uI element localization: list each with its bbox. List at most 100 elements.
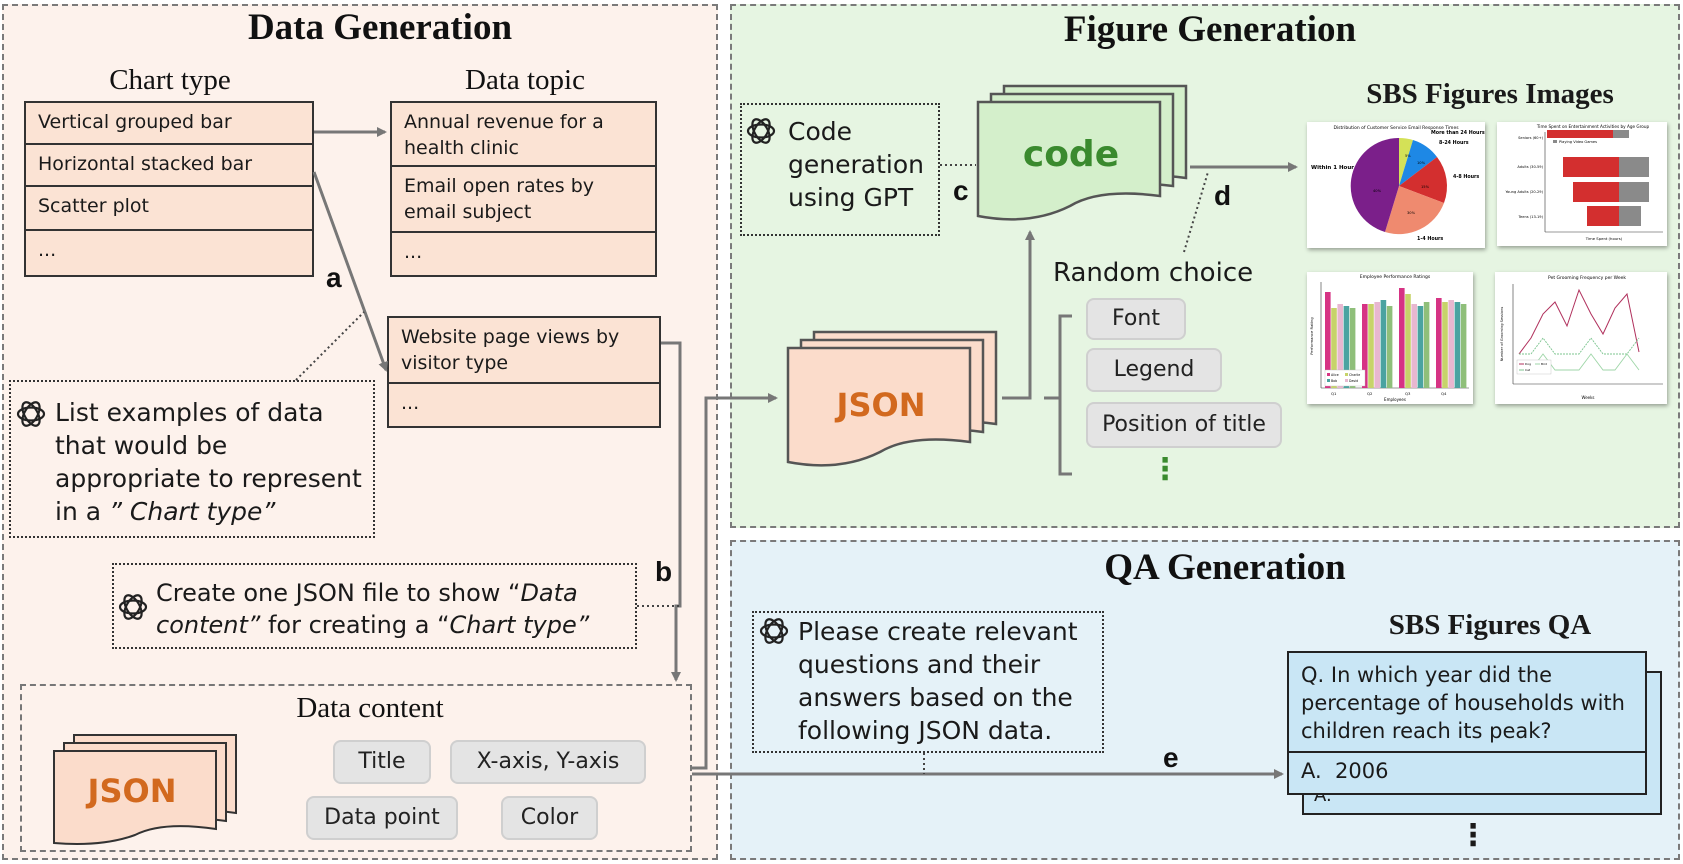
svg-text:10%: 10% [1417, 161, 1426, 165]
option-title-position: Position of title [1086, 402, 1282, 448]
json-stack-icon [53, 734, 237, 845]
data-topic-row: ... [390, 231, 657, 277]
thumb-bar [1417, 306, 1424, 388]
svg-text:Q3: Q3 [1405, 391, 1411, 396]
thumb-bar [1325, 292, 1331, 388]
svg-text:Employees: Employees [1384, 397, 1406, 402]
arrow-label-e: e [1163, 742, 1179, 773]
thumb-bar [1368, 304, 1374, 388]
thumb-bar [1337, 304, 1343, 388]
svg-text:Weeks: Weeks [1581, 395, 1594, 400]
thumbnail-pie-chart: Distribution of Customer Service Email R… [1307, 122, 1485, 248]
svg-text:Performance Rating: Performance Rating [1309, 317, 1314, 355]
data-generation-title: Data Generation [247, 7, 513, 48]
svg-text:Young Adults (20-29): Young Adults (20-29) [1505, 190, 1543, 194]
svg-text:1-4 Hours: 1-4 Hours [1417, 236, 1443, 242]
svg-text:Time Spent (hours): Time Spent (hours) [1585, 236, 1623, 241]
option-legend: Legend [1086, 348, 1222, 392]
json-label: JSON [836, 386, 926, 424]
data-content-header: Data content [296, 692, 444, 724]
thumb-bar [1343, 306, 1350, 388]
thumb-bar [1442, 302, 1448, 388]
qa-title: SBS Figures QA [1388, 609, 1592, 641]
svg-text:40%: 40% [1373, 189, 1382, 193]
json-label: JSON [87, 772, 177, 810]
qa-answer: A. 2006 [1301, 759, 1389, 783]
qa-question: Q. In which year did the percentage of h… [1289, 653, 1645, 753]
svg-text:Alice: Alice [1331, 373, 1339, 377]
thumb-bar [1331, 308, 1337, 388]
svg-text:15%: 15% [1421, 185, 1430, 189]
thumbnail-grouped-bar-chart: Employee Performance Ratings Performance… [1307, 272, 1473, 404]
prompt-qa-creation: Please create relevant questions and the… [752, 611, 1104, 753]
svg-text:Q2: Q2 [1367, 391, 1373, 396]
qa-card-front: Q. In which year did the percentage of h… [1287, 651, 1647, 795]
code-stack-icon [976, 84, 1188, 221]
thumbnail-line-chart: Pet Grooming Frequency per Week Number o… [1495, 272, 1667, 404]
svg-text:Within 1 Hour: Within 1 Hour [1311, 165, 1354, 171]
svg-text:Teens (13-19): Teens (13-19) [1517, 215, 1543, 219]
arrow-label-b: b [655, 556, 673, 587]
svg-text:Dog: Dog [1525, 362, 1531, 366]
svg-text:4-8 Hours: 4-8 Hours [1453, 174, 1479, 180]
svg-text:Playing Video Games: Playing Video Games [1559, 140, 1597, 144]
gpt-logo-icon [746, 118, 776, 144]
thumb-bar [1405, 294, 1411, 388]
attribute-data-point: Data point [306, 796, 458, 840]
svg-text:Cat: Cat [1525, 368, 1531, 372]
svg-text:Time Spent on Entertainment Ac: Time Spent on Entertainment Activities b… [1536, 124, 1650, 129]
svg-text:8-24 Hours: 8-24 Hours [1439, 140, 1469, 146]
svg-text:Pet Grooming Frequency per Wee: Pet Grooming Frequency per Week [1548, 275, 1626, 281]
thumb-bar [1411, 304, 1417, 388]
thumb-bar [1380, 300, 1387, 388]
chart-type-header: Chart type [109, 64, 231, 96]
svg-text:Charlie: Charlie [1349, 373, 1360, 377]
attribute-axes: X-axis, Y-axis [450, 740, 646, 784]
gpt-logo-icon [16, 401, 46, 427]
svg-text:David: David [1349, 379, 1358, 383]
svg-text:Bob: Bob [1331, 379, 1337, 383]
gpt-logo-icon [759, 618, 789, 644]
svg-text:30%: 30% [1407, 211, 1416, 215]
svg-text:Number of Grooming Sessions: Number of Grooming Sessions [1500, 307, 1504, 362]
prompt-create-json: Create one JSON file to show “Data conte… [112, 563, 637, 649]
qa-generation-title: QA Generation [1104, 547, 1346, 588]
thumb-bar [1448, 300, 1454, 388]
random-choice-label: Random choice [1053, 258, 1254, 288]
arrow-label-d: d [1214, 180, 1232, 211]
arrow-label-a: a [326, 262, 342, 293]
thumb-bar [1436, 298, 1442, 388]
svg-text:Employee Performance Ratings: Employee Performance Ratings [1360, 274, 1431, 280]
thumb-bar [1374, 302, 1380, 388]
attribute-color: Color [501, 796, 598, 840]
figures-images-title: SBS Figures Images [1366, 78, 1614, 110]
selected-topic-row: ... [387, 382, 661, 428]
thumb-bar [1423, 302, 1430, 388]
prompt-code-generation: Code generation using GPT [740, 103, 940, 236]
svg-text:More than 24 Hours: More than 24 Hours [1431, 130, 1485, 136]
thumb-bar [1399, 288, 1405, 388]
svg-text:Adults (30-59): Adults (30-59) [1517, 165, 1543, 169]
svg-text:Q4: Q4 [1441, 391, 1447, 396]
data-content-box [20, 684, 692, 852]
code-label: code [1022, 134, 1120, 175]
svg-text:5%: 5% [1405, 154, 1411, 158]
chart-type-row: ... [24, 229, 314, 277]
svg-text:Q1: Q1 [1331, 391, 1337, 396]
prompt-list-examples: List examples of data that would be appr… [9, 380, 375, 538]
thumb-bar [1362, 304, 1368, 388]
svg-text:Bird: Bird [1541, 362, 1547, 366]
chart-type-row: Horizontal stacked bar [24, 143, 314, 187]
attribute-title: Title [333, 740, 431, 784]
thumb-bar [1454, 302, 1461, 388]
json-stack-icon [786, 330, 998, 467]
svg-text:Distribution of Customer Servi: Distribution of Customer Service Email R… [1333, 125, 1459, 131]
chart-type-row: Vertical grouped bar [24, 101, 314, 145]
thumb-bar [1349, 308, 1356, 388]
figure-generation-title: Figure Generation [1063, 9, 1357, 50]
svg-text:Seniors (60+): Seniors (60+) [1518, 136, 1543, 140]
